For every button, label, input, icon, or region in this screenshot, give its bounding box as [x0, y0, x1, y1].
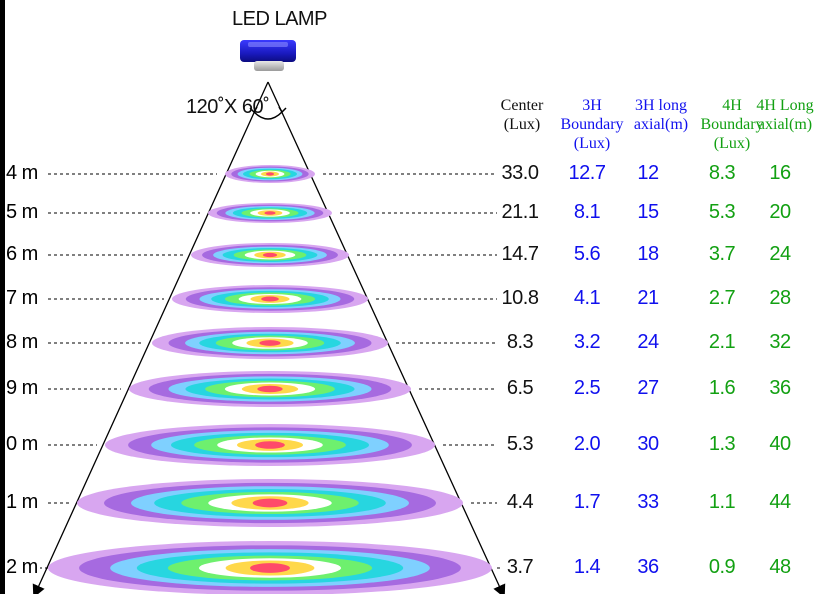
header-4h-long-line1: 4H Long	[756, 97, 814, 114]
value-l3: 30	[637, 433, 659, 455]
header-4h-long-line2: axial(m)	[757, 116, 813, 133]
value-l4: 16	[769, 162, 791, 184]
value-b4: 1.1	[708, 491, 736, 513]
light-ring-band	[257, 385, 283, 393]
value-l4: 28	[769, 287, 791, 309]
light-ring-band	[250, 563, 290, 573]
header-center-line2: (Lux)	[503, 116, 541, 133]
value-b3: 12.7	[568, 162, 606, 184]
light-ring	[172, 285, 368, 313]
header-3h-long-line2: axial(m)	[633, 116, 689, 133]
value-l3: 24	[637, 331, 659, 353]
header-3h-long-line1: 3H long	[635, 97, 687, 114]
value-center: 6.5	[506, 377, 534, 399]
beam-angle-label: 120˚X 60˚	[186, 96, 270, 118]
value-l3: 21	[637, 287, 659, 309]
light-ring-band	[262, 252, 278, 258]
distance-label: 5 m	[6, 201, 38, 223]
header-3h-boundary-line1: 3H Boundary	[560, 97, 624, 133]
distance-label: 4 m	[6, 162, 38, 184]
distance-label: 9 m	[6, 377, 38, 399]
value-l3: 18	[637, 243, 659, 265]
header-3h-boundary: 3H Boundary (Lux)	[550, 96, 634, 153]
distance-label: 8 m	[6, 331, 38, 353]
value-b3: 2.0	[573, 433, 601, 455]
header-4h-boundary-line1: 4H Boundary	[700, 97, 764, 133]
distance-label: 6 m	[6, 243, 38, 265]
value-l3: 27	[637, 377, 659, 399]
value-l4: 44	[769, 491, 791, 513]
value-b4: 1.3	[708, 433, 736, 455]
value-b3: 8.1	[573, 201, 601, 223]
value-b4: 2.7	[708, 287, 736, 309]
value-l3: 15	[637, 201, 659, 223]
light-ring	[191, 243, 349, 267]
header-center-line1: Center	[500, 97, 544, 114]
light-ring	[48, 541, 492, 594]
value-center: 5.3	[506, 433, 534, 455]
header-center: Center (Lux)	[490, 96, 554, 134]
value-b3: 5.6	[573, 243, 601, 265]
header-3h-boundary-line2: (Lux)	[573, 135, 611, 152]
led-lamp-icon	[240, 40, 296, 71]
value-l4: 48	[769, 556, 791, 578]
light-ring-band	[265, 172, 275, 176]
value-center: 10.8	[501, 287, 539, 309]
light-ring	[208, 203, 332, 223]
header-3h-long: 3H long axial(m)	[628, 96, 694, 134]
value-b4: 8.3	[708, 162, 736, 184]
value-center: 3.7	[506, 556, 534, 578]
left-border	[0, 0, 5, 594]
light-ring	[105, 424, 435, 466]
light-ring-band	[264, 211, 276, 215]
value-b3: 1.4	[573, 556, 601, 578]
value-b4: 5.3	[708, 201, 736, 223]
distance-label: 1 m	[6, 491, 38, 513]
value-l4: 40	[769, 433, 791, 455]
header-4h-boundary: 4H Boundary (Lux)	[690, 96, 774, 153]
light-ring-band	[261, 296, 279, 302]
light-ring	[77, 479, 463, 527]
light-ring	[225, 165, 315, 183]
value-l3: 36	[637, 556, 659, 578]
value-b3: 3.2	[573, 331, 601, 353]
value-l3: 12	[637, 162, 659, 184]
diagram-title: LED LAMP	[232, 8, 327, 30]
value-b4: 3.7	[708, 243, 736, 265]
value-center: 21.1	[501, 201, 539, 223]
value-b4: 2.1	[708, 331, 736, 353]
value-l4: 32	[769, 331, 791, 353]
value-b3: 4.1	[573, 287, 601, 309]
value-b4: 1.6	[708, 377, 736, 399]
value-l4: 36	[769, 377, 791, 399]
value-b3: 1.7	[573, 491, 601, 513]
value-l4: 20	[769, 201, 791, 223]
value-center: 14.7	[501, 243, 539, 265]
value-center: 33.0	[501, 162, 539, 184]
light-ring-band	[252, 498, 288, 508]
light-ring	[129, 371, 411, 407]
beam-cone	[32, 81, 506, 594]
value-center: 8.3	[506, 331, 534, 353]
light-distribution-rings	[48, 165, 492, 594]
light-ring-band	[255, 441, 285, 449]
distance-leader-lines	[40, 173, 500, 569]
value-l3: 33	[637, 491, 659, 513]
light-ring-band	[259, 340, 281, 346]
distance-label: 2 m	[6, 556, 38, 578]
header-4h-boundary-line2: (Lux)	[713, 135, 751, 152]
value-b4: 0.9	[708, 556, 736, 578]
distance-label: 0 m	[6, 433, 38, 455]
value-l4: 24	[769, 243, 791, 265]
value-b3: 2.5	[573, 377, 601, 399]
distance-label: 7 m	[6, 287, 38, 309]
value-center: 4.4	[506, 491, 534, 513]
header-4h-long: 4H Long axial(m)	[755, 96, 815, 134]
light-ring	[152, 327, 388, 359]
